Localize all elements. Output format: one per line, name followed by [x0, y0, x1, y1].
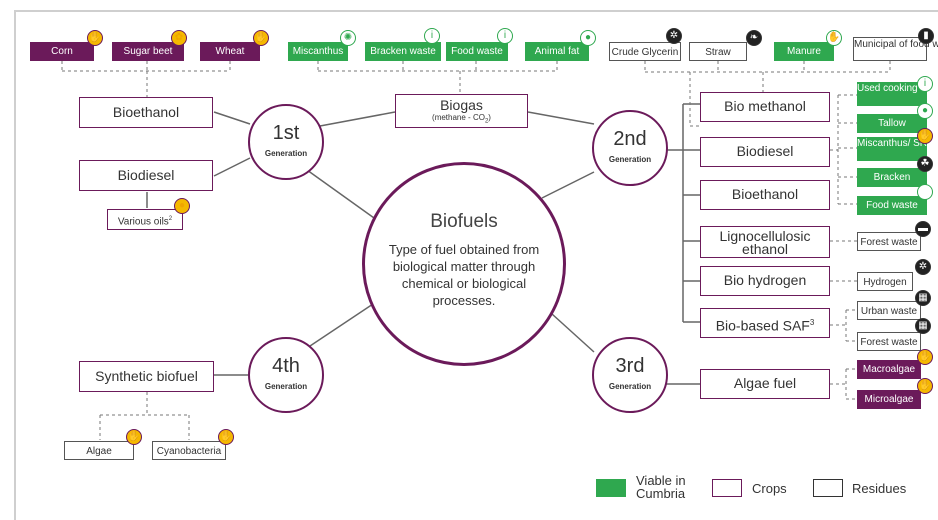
product-bio-methanol: Bio methanol [700, 92, 830, 122]
forest-waste-icon: ▦ [915, 318, 931, 334]
product-bioethanol-1st: Bioethanol [79, 97, 213, 128]
biofuels-center-circle: Biofuels Type of fuel obtained from biol… [362, 162, 566, 366]
generation-number: 4th [272, 355, 300, 377]
feedstock-crude-glycerin: Crude Glycerin [609, 42, 681, 61]
crude-glycerin-icon: ✲ [666, 28, 682, 44]
feedstock-microalgae: Microalgae [857, 390, 921, 409]
waste-bin-icon: ▮ [918, 28, 934, 44]
legend-label-residues: Residues [852, 481, 907, 496]
food-waste-icon [917, 184, 933, 200]
product-algae-fuel: Algae fuel [700, 369, 830, 399]
product-bioethanol-2nd: Bioethanol [700, 180, 830, 210]
generation-label: Generation [264, 382, 308, 391]
sugar-beet-icon: ✿ [171, 30, 187, 46]
info-icon: i [497, 28, 513, 44]
product-lignocellulosic-ethanol: Lignocellulosic ethanol [700, 226, 830, 258]
diagram-frame [14, 10, 938, 520]
microalgae-icon: ✋ [917, 378, 933, 394]
manure-icon: ✋ [826, 30, 842, 46]
center-description: Type of fuel obtained from biological ma… [388, 242, 540, 308]
feedstock-manure: Manure [774, 42, 834, 61]
center-title: Biofuels [430, 211, 498, 232]
product-synthetic-biofuel: Synthetic biofuel [79, 361, 214, 392]
feedstock-wheat: Wheat [200, 42, 260, 61]
feedstock-straw: Straw [689, 42, 747, 61]
generation-label: Generation [608, 155, 652, 164]
forest-waste-icon: ▬ [915, 221, 931, 237]
second-generation-circle: 2nd Generation [592, 110, 668, 186]
first-generation-circle: 1st Generation [248, 104, 324, 180]
feedstock-corn: Corn [30, 42, 94, 61]
product-bio-hydrogen: Bio hydrogen [700, 266, 830, 296]
generation-number: 3rd [615, 355, 645, 377]
feedstock-forest-waste: Forest waste [857, 232, 921, 251]
generation-number: 1st [272, 122, 300, 144]
corn-icon: ✋ [87, 30, 103, 46]
legend-swatch-residues [813, 479, 843, 497]
fourth-generation-circle: 4th Generation [248, 337, 324, 413]
wheat-icon: ✋ [253, 30, 269, 46]
legend-swatch-viable [596, 479, 626, 497]
info-icon: i [917, 76, 933, 92]
feedstock-bracken: Bracken [857, 168, 927, 187]
tallow-icon: ● [917, 103, 933, 119]
feedstock-algae: Algae [64, 441, 134, 460]
generation-label: Generation [264, 149, 308, 158]
legend-label-crops: Crops [752, 481, 787, 496]
feedstock-cyanobacteria: Cyanobacteria [152, 441, 226, 460]
feedstock-urban-waste: Urban waste [857, 301, 921, 320]
urban-waste-icon: ▦ [915, 290, 931, 306]
algae-icon: ✋ [126, 429, 142, 445]
third-generation-circle: 3rd Generation [592, 337, 668, 413]
feedstock-miscanthus: Miscanthus [288, 42, 348, 61]
feedstock-food-waste: Food waste [446, 42, 508, 61]
feedstock-various-oils: Various oils2 [107, 209, 183, 230]
straw-icon: ❧ [746, 30, 762, 46]
bracken-icon: ☘ [917, 156, 933, 172]
info-icon: i [424, 28, 440, 44]
product-biogas: Biogas (methane - CO2) [395, 94, 528, 128]
feedstock-tallow: Tallow [857, 114, 927, 133]
miscanthus-icon: ✋ [917, 128, 933, 144]
macroalgae-icon: ✋ [917, 349, 933, 365]
product-biodiesel-1st: Biodiesel [79, 160, 213, 191]
feedstock-used-cooking-oil: Used cooking oil [857, 82, 930, 106]
generation-label: Generation [608, 382, 652, 391]
feedstock-miscanthus-src: Miscanthus/ SRC [857, 137, 934, 161]
feedstock-forest-waste-saf: Forest waste [857, 332, 921, 351]
cyanobacteria-icon: ✋ [218, 429, 234, 445]
legend-label-viable: Viable in Cumbria [636, 473, 686, 501]
oil-drop-icon: ● [174, 198, 190, 214]
feedstock-macroalgae: Macroalgae [857, 360, 921, 379]
feedstock-hydrogen: Hydrogen [857, 272, 913, 291]
hydrogen-icon: ✲ [915, 259, 931, 275]
generation-number: 2nd [613, 128, 647, 150]
feedstock-food-waste-2nd: Food waste [857, 196, 927, 215]
feedstock-animal-fat: Animal fat [525, 42, 589, 61]
animal-fat-icon: ● [580, 30, 596, 46]
feedstock-sugar-beet: Sugar beet [112, 42, 184, 61]
legend-swatch-crops [712, 479, 742, 497]
product-biodiesel-2nd: Biodiesel [700, 137, 830, 167]
feedstock-municipal-food-waste: Municipal of food waste [853, 37, 938, 61]
miscanthus-icon: ✺ [340, 30, 356, 46]
feedstock-bracken-waste: Bracken waste [365, 42, 441, 61]
product-bio-based-saf: Bio-based SAF3 [700, 308, 830, 338]
